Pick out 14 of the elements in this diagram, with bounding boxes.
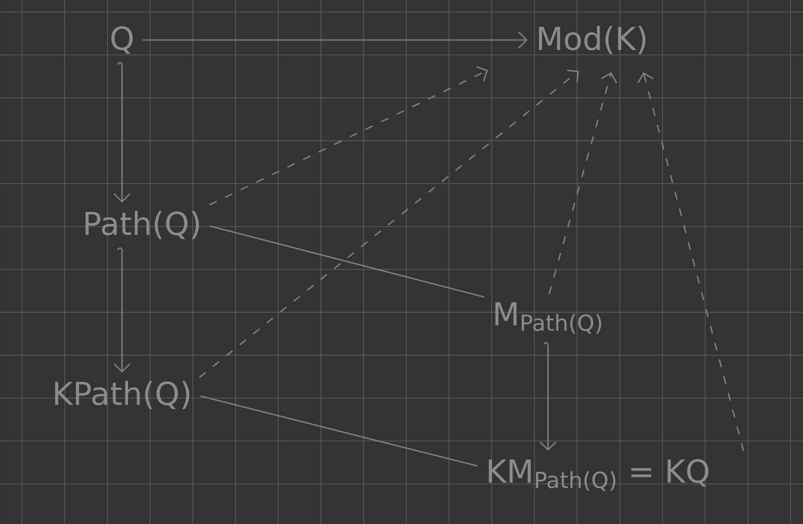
arrow	[114, 62, 130, 203]
math-label: Q	[111, 26, 133, 54]
math-label: Path(Q)	[86, 210, 199, 240]
math-label: Mod(K)	[538, 26, 646, 54]
math-label: M$_{Path(Q)}$	[495, 302, 602, 334]
arrow	[198, 70, 579, 378]
arrow	[209, 66, 488, 206]
math-label: KM$_{Path(Q)}$ = KQ	[488, 459, 708, 491]
arrow	[540, 342, 556, 451]
arrow	[548, 72, 618, 294]
arrow	[114, 247, 130, 373]
arrow	[637, 72, 744, 452]
arrow	[142, 32, 528, 48]
math-label: KPath(Q)	[55, 380, 190, 410]
